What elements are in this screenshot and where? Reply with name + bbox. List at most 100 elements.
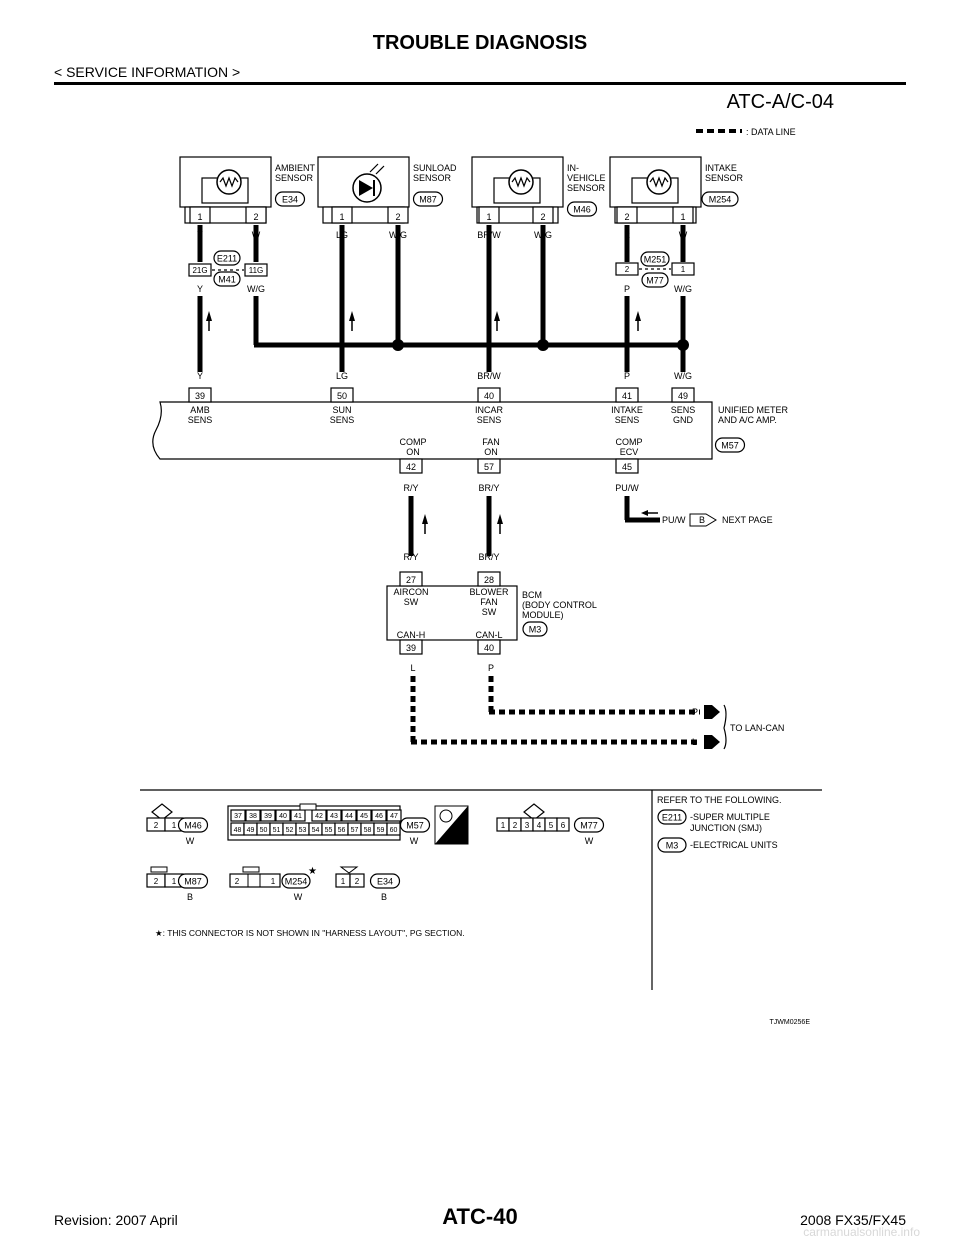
sensor-m46-pin-box	[532, 206, 554, 224]
m57-pin-box	[290, 809, 306, 822]
sensor-m46-pin: 1	[486, 212, 491, 222]
sensor-name-m254: SENSOR	[705, 173, 744, 183]
connector-tag-m254-oval	[701, 191, 739, 207]
wire-color-label: R/Y	[403, 483, 418, 493]
m57-pin-box	[275, 809, 291, 822]
bcm-pin-40-box	[477, 639, 501, 655]
m57-pin: 39	[264, 813, 272, 820]
bcm-pin-40: 40	[484, 643, 494, 653]
m254-star: ★	[308, 866, 317, 877]
m57-pin-box	[371, 809, 387, 822]
refer-text: -ELECTRICAL UNITS	[690, 840, 778, 850]
junction-tag-e211: E211	[217, 254, 237, 264]
bcm-pin-label: FAN	[480, 597, 498, 607]
amp-pin-50: 50	[337, 391, 347, 401]
m57-pin-box	[326, 809, 342, 822]
hs-label: H.S.	[450, 834, 466, 843]
m57-pin: 54	[312, 827, 320, 834]
amp-pin-label: SENS	[330, 415, 355, 425]
sensor-name-m87: SUNLOAD	[413, 163, 457, 173]
sensor-m87-pin: 2	[395, 212, 400, 222]
junction-pin-1-box	[671, 262, 695, 276]
diagram-id: ATC-A/C-04	[727, 91, 834, 113]
junction-tag-m77: M77	[646, 276, 664, 286]
wire-color-label: P	[624, 284, 630, 294]
connector-tag-m87-oval	[412, 191, 444, 207]
m254-housing	[229, 873, 281, 888]
junction-tag-m41: M41	[218, 275, 236, 285]
bcm-pin-27: 27	[406, 575, 416, 585]
bcm-name: MODULE)	[522, 610, 564, 620]
e34-pin: 2	[355, 877, 360, 886]
data-line-legend-text: : DATA LINE	[746, 127, 796, 137]
sensor-e34-pin-box	[245, 206, 267, 224]
m57-latch	[299, 803, 317, 811]
connector-m254-id-oval	[281, 873, 311, 889]
connector-m46-id-oval	[177, 817, 209, 833]
m77-pin: 5	[549, 821, 554, 830]
next-page-text: NEXT PAGE	[722, 515, 773, 525]
m57-pin: 41	[294, 813, 302, 820]
refer-text: -SUPER MULTIPLE	[690, 812, 770, 822]
connector-m57-id: M57	[406, 821, 424, 831]
junction-pin-11g: 11G	[249, 266, 264, 275]
bcm-name: BCM	[522, 590, 542, 600]
signal-arrow-icon	[641, 510, 648, 516]
amp-pin-label: SENS	[477, 415, 502, 425]
bcm-body	[386, 585, 518, 641]
thermistor-zigzag-icon	[219, 176, 239, 188]
m87-pin: 1	[172, 877, 177, 886]
wire-color-label: Y	[197, 284, 203, 294]
revision-date: Revision: 2007 April	[54, 1212, 178, 1228]
m57-pin: 40	[279, 813, 287, 820]
amp-pin-label: ON	[406, 447, 420, 457]
bcm-pin-label: CAN-H	[397, 630, 426, 640]
wire-color-label: P	[624, 371, 630, 381]
m57-pin: 60	[390, 827, 398, 834]
amp-body	[152, 401, 713, 460]
m57-pin: 48	[234, 827, 242, 834]
wire-color-label: W/G	[247, 284, 265, 294]
connector-m254-color: W	[294, 892, 303, 902]
junction-tag-m251-oval	[640, 251, 670, 267]
e34-pin: 1	[341, 877, 346, 886]
diode-symbol-icon	[359, 180, 373, 196]
amp-pin-label: INTAKE	[611, 405, 643, 415]
splice-dot	[537, 339, 549, 351]
splice-dot	[677, 339, 689, 351]
thermistor-zigzag-icon	[649, 176, 669, 188]
amp-pin-45-box	[615, 458, 639, 474]
hs-gear-icon	[439, 809, 453, 823]
m57-pin: 47	[390, 813, 398, 820]
bcm-pin-label: SW	[404, 597, 419, 607]
refer-title: REFER TO THE FOLLOWING.	[657, 795, 782, 805]
wire-color-label: W/G	[674, 284, 692, 294]
amp-pin-label: ON	[484, 447, 498, 457]
connector-key-icon	[523, 803, 545, 821]
m57-pin: 42	[315, 813, 323, 820]
m57-pin: 56	[338, 827, 346, 834]
next-page-marker	[689, 513, 717, 527]
light-ray-icon	[375, 165, 385, 175]
bcm-pin-27-box	[399, 571, 423, 587]
connector-m87-id: M87	[184, 877, 202, 887]
sensor-name-e34: SENSOR	[275, 173, 314, 183]
amp-pin-label: COMP	[616, 437, 643, 447]
sensor-m87-pin-box	[387, 206, 409, 224]
sensor-name-m46: IN-	[567, 163, 579, 173]
m57-pin-box	[356, 809, 372, 822]
m57-pin: 59	[377, 827, 385, 834]
page-title: TROUBLE DIAGNOSIS	[372, 32, 588, 54]
amp-pin-39: 39	[195, 391, 205, 401]
m57-pin: 46	[375, 813, 383, 820]
m77-pin: 4	[537, 821, 542, 830]
m77-pin: 1	[501, 821, 506, 830]
section-breadcrumb: < SERVICE INFORMATION >	[54, 64, 241, 80]
amp-pin-label: AMB	[190, 405, 210, 415]
m57-pin: 58	[364, 827, 372, 834]
m57-pin: 55	[325, 827, 333, 834]
m77-pin: 2	[513, 821, 518, 830]
thermistor-icon	[646, 169, 672, 195]
bcm-pin-label: AIRCON	[393, 587, 428, 597]
